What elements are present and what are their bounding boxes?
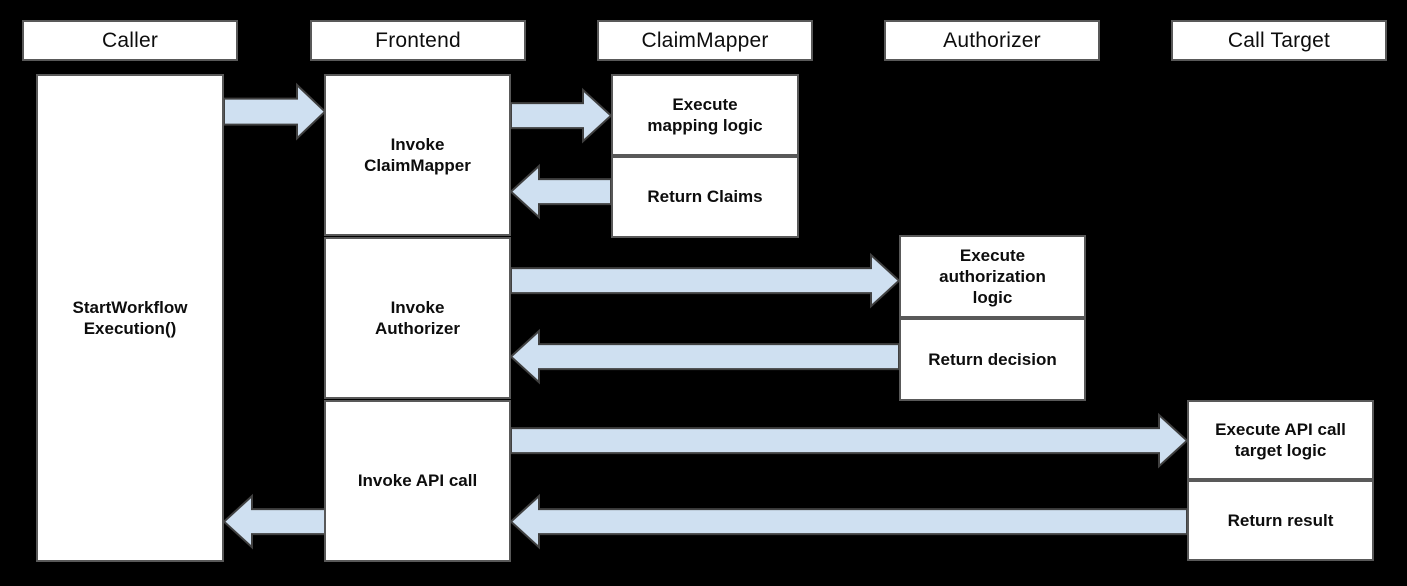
- message-arrow-msg-frontend-to-authorizer[interactable]: [510, 252, 901, 309]
- activation-label-claimmapper-execute-mapping-logic: Execute mapping logic: [647, 94, 763, 135]
- lifeline-title-frontend: Frontend: [375, 29, 461, 52]
- lifeline-header-frontend[interactable]: Frontend: [310, 20, 526, 61]
- activation-label-claimmapper-return-claims: Return Claims: [647, 187, 763, 207]
- activation-label-authorizer-execute-authorization-logic: Execute authorization logic: [939, 245, 1046, 308]
- activation-label-calltarget-execute-api-call-target-logic: Execute API call target logic: [1215, 419, 1346, 460]
- activation-label-calltarget-return-result: Return result: [1227, 510, 1334, 530]
- activation-authorizer-return-decision[interactable]: Return decision: [899, 318, 1086, 401]
- lifeline-title-calltarget: Call Target: [1227, 29, 1331, 52]
- arrow-shape-msg-frontend-to-calltarget: [510, 412, 1189, 469]
- arrow-shape-msg-frontend-to-claimmapper: [510, 87, 613, 144]
- activation-label-authorizer-return-decision: Return decision: [928, 349, 1057, 369]
- lifeline-title-authorizer: Authorizer: [943, 29, 1041, 52]
- arrow-shape-msg-authorizer-to-frontend: [509, 328, 900, 385]
- arrow-shape-msg-frontend-to-caller: [222, 493, 326, 550]
- activation-label-frontend-invoke-claimmapper: Invoke ClaimMapper: [364, 134, 471, 175]
- arrow-shape-msg-frontend-to-authorizer: [510, 252, 901, 309]
- message-arrow-msg-frontend-to-calltarget[interactable]: [510, 412, 1189, 469]
- activation-label-frontend-invoke-authorizer: Invoke Authorizer: [375, 297, 460, 338]
- message-arrow-msg-frontend-to-claimmapper[interactable]: [510, 87, 613, 144]
- activation-frontend-invoke-authorizer[interactable]: Invoke Authorizer: [324, 237, 511, 399]
- lifeline-header-claimmapper[interactable]: ClaimMapper: [597, 20, 813, 61]
- activation-claimmapper-execute-mapping-logic[interactable]: Execute mapping logic: [611, 74, 799, 156]
- activation-frontend-invoke-claimmapper[interactable]: Invoke ClaimMapper: [324, 74, 511, 236]
- activation-label-frontend-invoke-api-call: Invoke API call: [357, 471, 478, 491]
- activation-authorizer-execute-authorization-logic[interactable]: Execute authorization logic: [899, 235, 1086, 318]
- activation-calltarget-return-result[interactable]: Return result: [1187, 480, 1374, 561]
- lifeline-title-caller: Caller: [101, 29, 159, 52]
- message-arrow-msg-caller-to-frontend[interactable]: [223, 83, 327, 141]
- activation-frontend-invoke-api-call[interactable]: Invoke API call: [324, 400, 511, 562]
- activation-claimmapper-return-claims[interactable]: Return Claims: [611, 156, 799, 238]
- activation-caller-activation[interactable]: StartWorkflow Execution(): [36, 74, 224, 562]
- lifeline-header-authorizer[interactable]: Authorizer: [884, 20, 1100, 61]
- lifeline-header-caller[interactable]: Caller: [22, 20, 238, 61]
- message-arrow-msg-claimmapper-to-frontend[interactable]: [509, 163, 612, 220]
- lifeline-header-calltarget[interactable]: Call Target: [1171, 20, 1387, 61]
- activation-calltarget-execute-api-call-target-logic[interactable]: Execute API call target logic: [1187, 400, 1374, 480]
- arrow-shape-msg-calltarget-to-frontend: [509, 493, 1188, 550]
- activation-label-caller-activation: StartWorkflow Execution(): [72, 297, 188, 338]
- message-arrow-msg-calltarget-to-frontend[interactable]: [509, 493, 1188, 550]
- message-arrow-msg-authorizer-to-frontend[interactable]: [509, 328, 900, 385]
- lifeline-title-claimmapper: ClaimMapper: [641, 29, 769, 52]
- arrow-shape-msg-caller-to-frontend: [223, 83, 327, 141]
- arrow-shape-msg-claimmapper-to-frontend: [509, 163, 612, 220]
- message-arrow-msg-frontend-to-caller[interactable]: [222, 493, 326, 550]
